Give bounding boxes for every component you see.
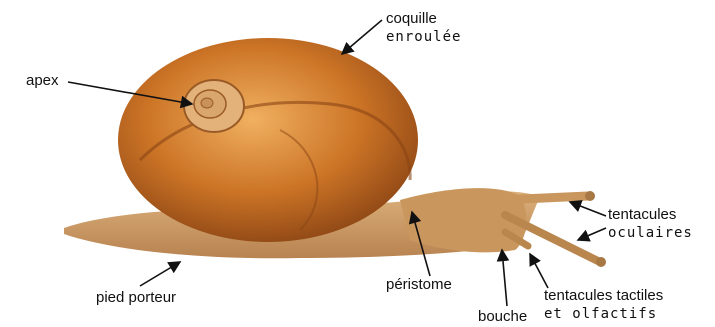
label-apex-text: apex (26, 72, 59, 89)
label-tentacules-tactiles-line2: et olfactifs (544, 305, 663, 323)
label-tentacules-oculaires-line1: tentacules (608, 206, 676, 223)
label-pied-porteur-text: pied porteur (96, 289, 176, 306)
arrow-coquille (342, 20, 382, 54)
label-bouche: bouche (478, 308, 527, 326)
label-bouche-text: bouche (478, 308, 527, 325)
arrow-tentacules-oculaires-lower (578, 228, 606, 240)
label-apex: apex (26, 72, 59, 90)
label-tentacules-oculaires-line2: oculaires (608, 224, 693, 242)
arrow-bouche (502, 250, 507, 306)
label-coquille-line2: enroulée (386, 28, 461, 46)
label-peristome: péristome (386, 276, 452, 294)
label-tentacules-tactiles-line1: tentacules tactiles (544, 287, 663, 304)
label-coquille-line1: coquille (386, 10, 437, 27)
label-tentacules-tactiles: tentacules tactiles et olfactifs (544, 287, 663, 323)
arrow-tentacules-oculaires-upper (570, 202, 606, 216)
label-peristome-text: péristome (386, 276, 452, 293)
label-tentacules-oculaires: tentacules oculaires (608, 206, 693, 242)
arrow-tentacules-tactiles (530, 254, 548, 288)
label-pied-porteur: pied porteur (96, 289, 176, 307)
ocular-tentacle-upper (500, 196, 588, 200)
label-coquille: coquille enroulée (386, 10, 461, 46)
arrow-pied (140, 262, 180, 286)
